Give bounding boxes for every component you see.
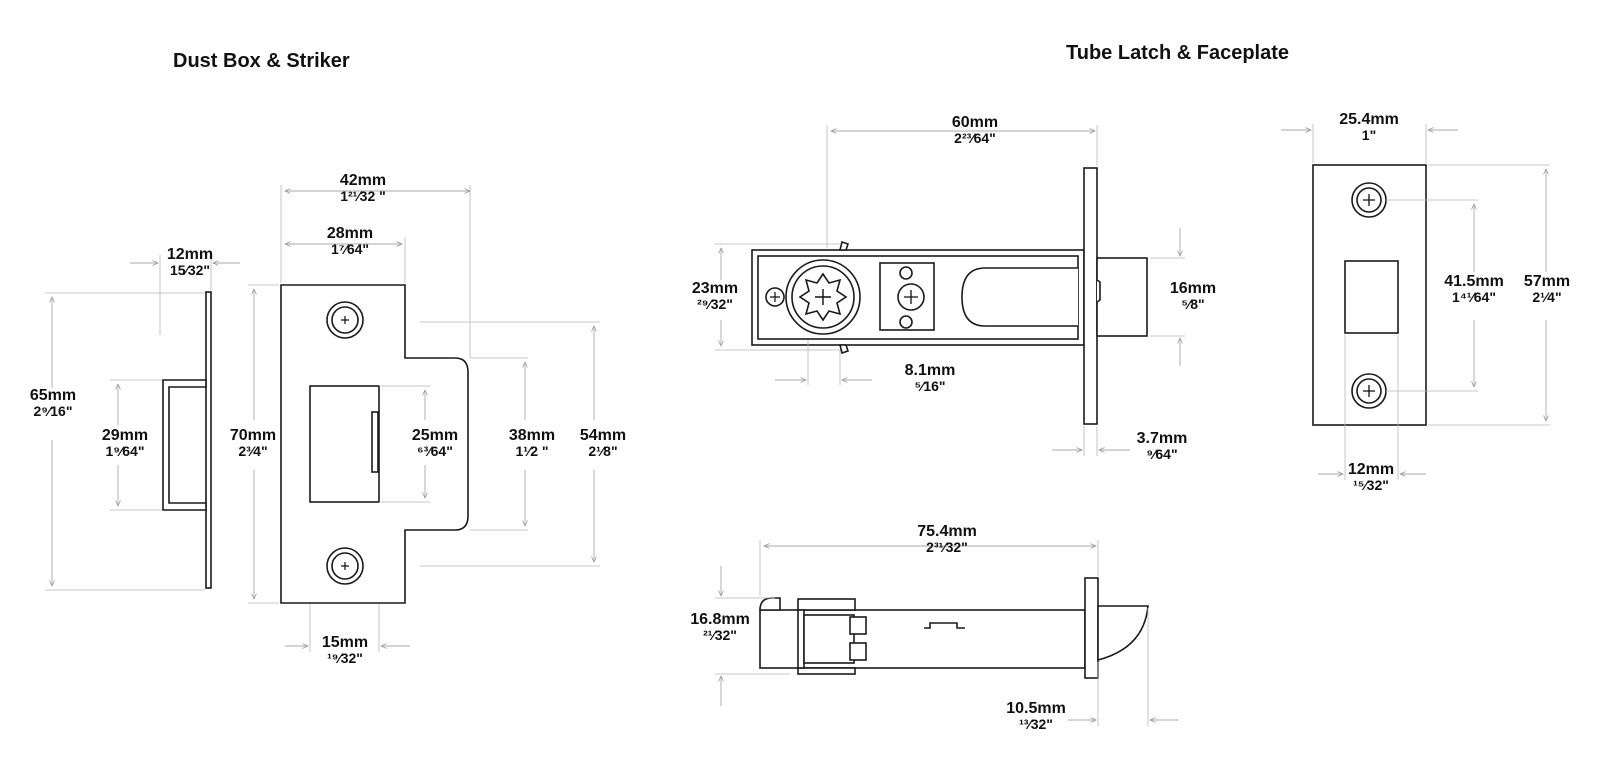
dim-latch-height: 23mm ²⁹⁄32" [680,280,750,312]
dim-in: 15⁄32" [169,262,211,279]
dim-striker-lip-outer: 54mm 2¹⁄8" [568,427,638,459]
dim-in: ⁶³⁄64" [417,443,453,460]
dim-striker-width: 42mm 1²¹⁄32 " [323,172,403,204]
striker-dimension-lines [248,185,600,652]
dim-latch-side-height: 16.8mm ²¹⁄32" [680,611,760,643]
dim-in: ¹⁵⁄32" [1353,477,1389,494]
dim-in: 1¹⁄2 " [515,443,549,460]
dim-mm: 75.4mm [917,523,977,540]
dim-striker-slot: 25mm ⁶³⁄64" [400,427,470,459]
dim-mm: 16.8mm [690,611,750,628]
dim-mm: 15mm [321,634,369,651]
dim-mm: 57mm [1523,273,1571,290]
faceplate-dimension-lines [1281,124,1550,480]
dim-striker-inner: 28mm 1⁷⁄64" [310,225,390,257]
dim-latch-spindle: 8.1mm ⁵⁄16" [890,362,970,394]
dim-dust-box-height: 65mm 2⁹⁄16" [18,387,88,419]
dust-box-dimension-lines [45,255,240,591]
dust-box-side-view [162,291,212,589]
dim-striker-height: 70mm 2³⁄4" [218,427,288,459]
dim-striker-lip: 38mm 1¹⁄2 " [497,427,567,459]
dust-box-striker-title: Dust Box & Striker [173,50,350,72]
dim-latch-throw: 10.5mm ¹³⁄32" [996,700,1076,732]
dim-faceplate-height: 57mm 2¹⁄4" [1512,273,1582,305]
dim-mm: 25mm [411,427,459,444]
dim-mm: 28mm [326,225,374,242]
dim-in: 1⁷⁄64" [330,241,370,258]
dim-latch-backset: 60mm 2²³⁄64" [935,114,1015,146]
dim-mm: 12mm [1347,461,1395,478]
dim-mm: 8.1mm [904,362,956,379]
dim-in: 2¹⁄4" [1532,289,1562,306]
dim-in: ⁵⁄16" [914,378,946,395]
dim-mm: 41.5mm [1444,273,1504,290]
dim-in: 1⁹⁄64" [105,443,145,460]
tube-latch-faceplate-title: Tube Latch & Faceplate [1066,42,1290,64]
dim-in: 2²³⁄64" [954,130,996,147]
dim-faceplate-screws: 41.5mm 1⁴¹⁄64" [1434,273,1514,305]
dim-in: ¹⁹⁄32" [327,650,363,667]
faceplate [1312,164,1427,426]
dim-mm: 70mm [229,427,277,444]
dim-in: 2¹⁄8" [588,443,618,460]
dim-mm: 54mm [579,427,627,444]
dim-mm: 12mm [166,246,214,263]
dim-in: 1⁴¹⁄64" [1452,289,1496,306]
dim-in: ⁵⁄8" [1181,296,1205,313]
dim-striker-bottom: 15mm ¹⁹⁄32" [310,634,380,666]
dim-dust-box-width: 12mm 15⁄32" [155,246,225,278]
dim-mm: 25.4mm [1339,111,1399,128]
dim-mm: 38mm [508,427,556,444]
tube-latch-front-dimension-lines [715,125,1185,456]
dim-mm: 10.5mm [1006,700,1066,717]
dim-mm: 29mm [101,427,149,444]
dim-in: ²¹⁄32" [703,627,737,644]
dim-in: ⁹⁄64" [1146,446,1178,463]
dim-latch-length: 75.4mm 2³¹⁄32" [902,523,992,555]
dim-in: 2³¹⁄32" [926,539,968,556]
dim-mm: 42mm [339,172,387,189]
dim-in: ²⁹⁄32" [697,296,733,313]
dim-mm: 65mm [29,387,77,404]
dim-in: 2⁹⁄16" [33,403,73,420]
dim-dust-box-box: 29mm 1⁹⁄64" [90,427,160,459]
striker-plate [280,284,469,604]
dim-in: 2³⁄4" [238,443,268,460]
tube-latch-side-dimension-lines [715,540,1178,726]
dim-mm: 60mm [951,114,999,131]
dim-faceplate-bottom: 12mm ¹⁵⁄32" [1336,461,1406,493]
dim-in: ¹³⁄32" [1019,716,1053,733]
dim-faceplate-width: 25.4mm 1" [1329,111,1409,143]
dim-in: 1²¹⁄32 " [340,188,386,205]
tube-latch-front-view [751,167,1148,425]
dim-mm: 23mm [691,280,739,297]
tube-latch-side-view [759,577,1149,679]
dim-mm: 16mm [1169,280,1217,297]
dim-mm: 3.7mm [1136,430,1188,447]
dim-latch-face-thickness: 3.7mm ⁹⁄64" [1122,430,1202,462]
dim-latch-bolt: 16mm ⁵⁄8" [1158,280,1228,312]
dim-in: 1" [1361,127,1377,144]
